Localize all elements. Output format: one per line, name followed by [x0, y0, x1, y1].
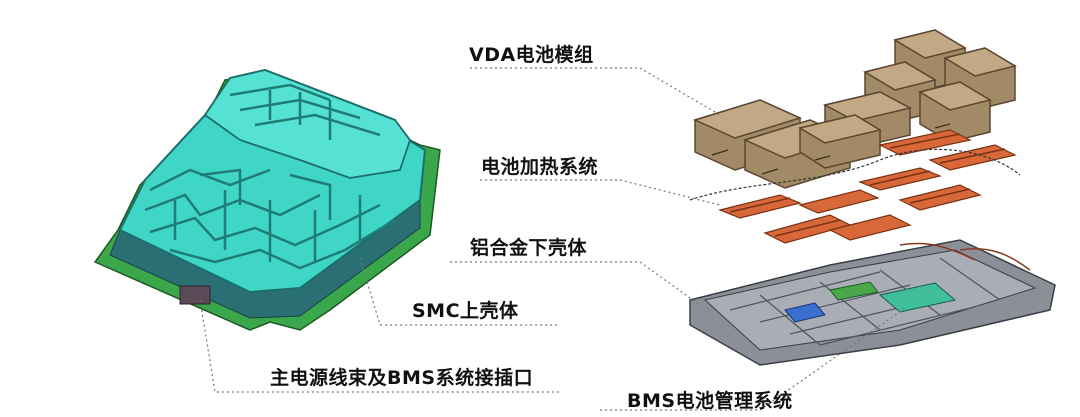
bms-board	[878, 282, 957, 313]
main-connector-block	[179, 285, 211, 305]
leader-harness	[199, 299, 560, 393]
hump-ribs	[229, 83, 381, 140]
label-heating-system: 电池加热系统	[481, 156, 599, 178]
label-aluminum-lower-case: 铝合金下壳体	[470, 237, 588, 259]
battery-heating-system	[689, 129, 1021, 244]
vda-battery-modules	[692, 29, 1017, 189]
label-bms-system: BMS电池管理系统	[627, 390, 793, 412]
label-smc-upper-cover: SMC上壳体	[412, 300, 519, 322]
leader-bms	[600, 307, 906, 411]
cover-ribs	[144, 168, 396, 270]
label-main-harness-connector: 主电源线束及BMS系统接插口	[270, 367, 534, 389]
aluminum-lower-case	[689, 239, 1056, 366]
leader-lines	[199, 67, 906, 411]
leader-vda	[470, 67, 721, 116]
label-vda-module: VDA电池模组	[469, 44, 594, 66]
assembled-battery-pack	[93, 68, 441, 331]
leader-heating	[480, 179, 721, 206]
cover-raised-hump	[203, 69, 412, 179]
leader-lower-case	[450, 261, 701, 306]
